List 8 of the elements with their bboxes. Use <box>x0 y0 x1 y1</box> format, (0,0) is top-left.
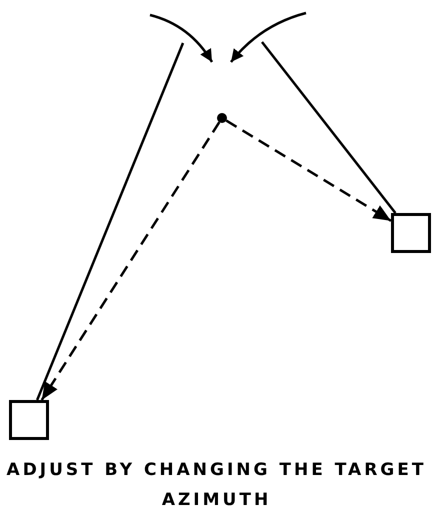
arrow <box>40 122 220 401</box>
caption: ADJUST BY CHANGING THE TARGET AZIMUTH <box>6 459 428 512</box>
line <box>36 42 184 400</box>
arrow <box>226 120 392 222</box>
square-box <box>391 213 431 253</box>
dot <box>217 113 227 123</box>
square-box <box>9 400 49 440</box>
line <box>261 41 396 214</box>
